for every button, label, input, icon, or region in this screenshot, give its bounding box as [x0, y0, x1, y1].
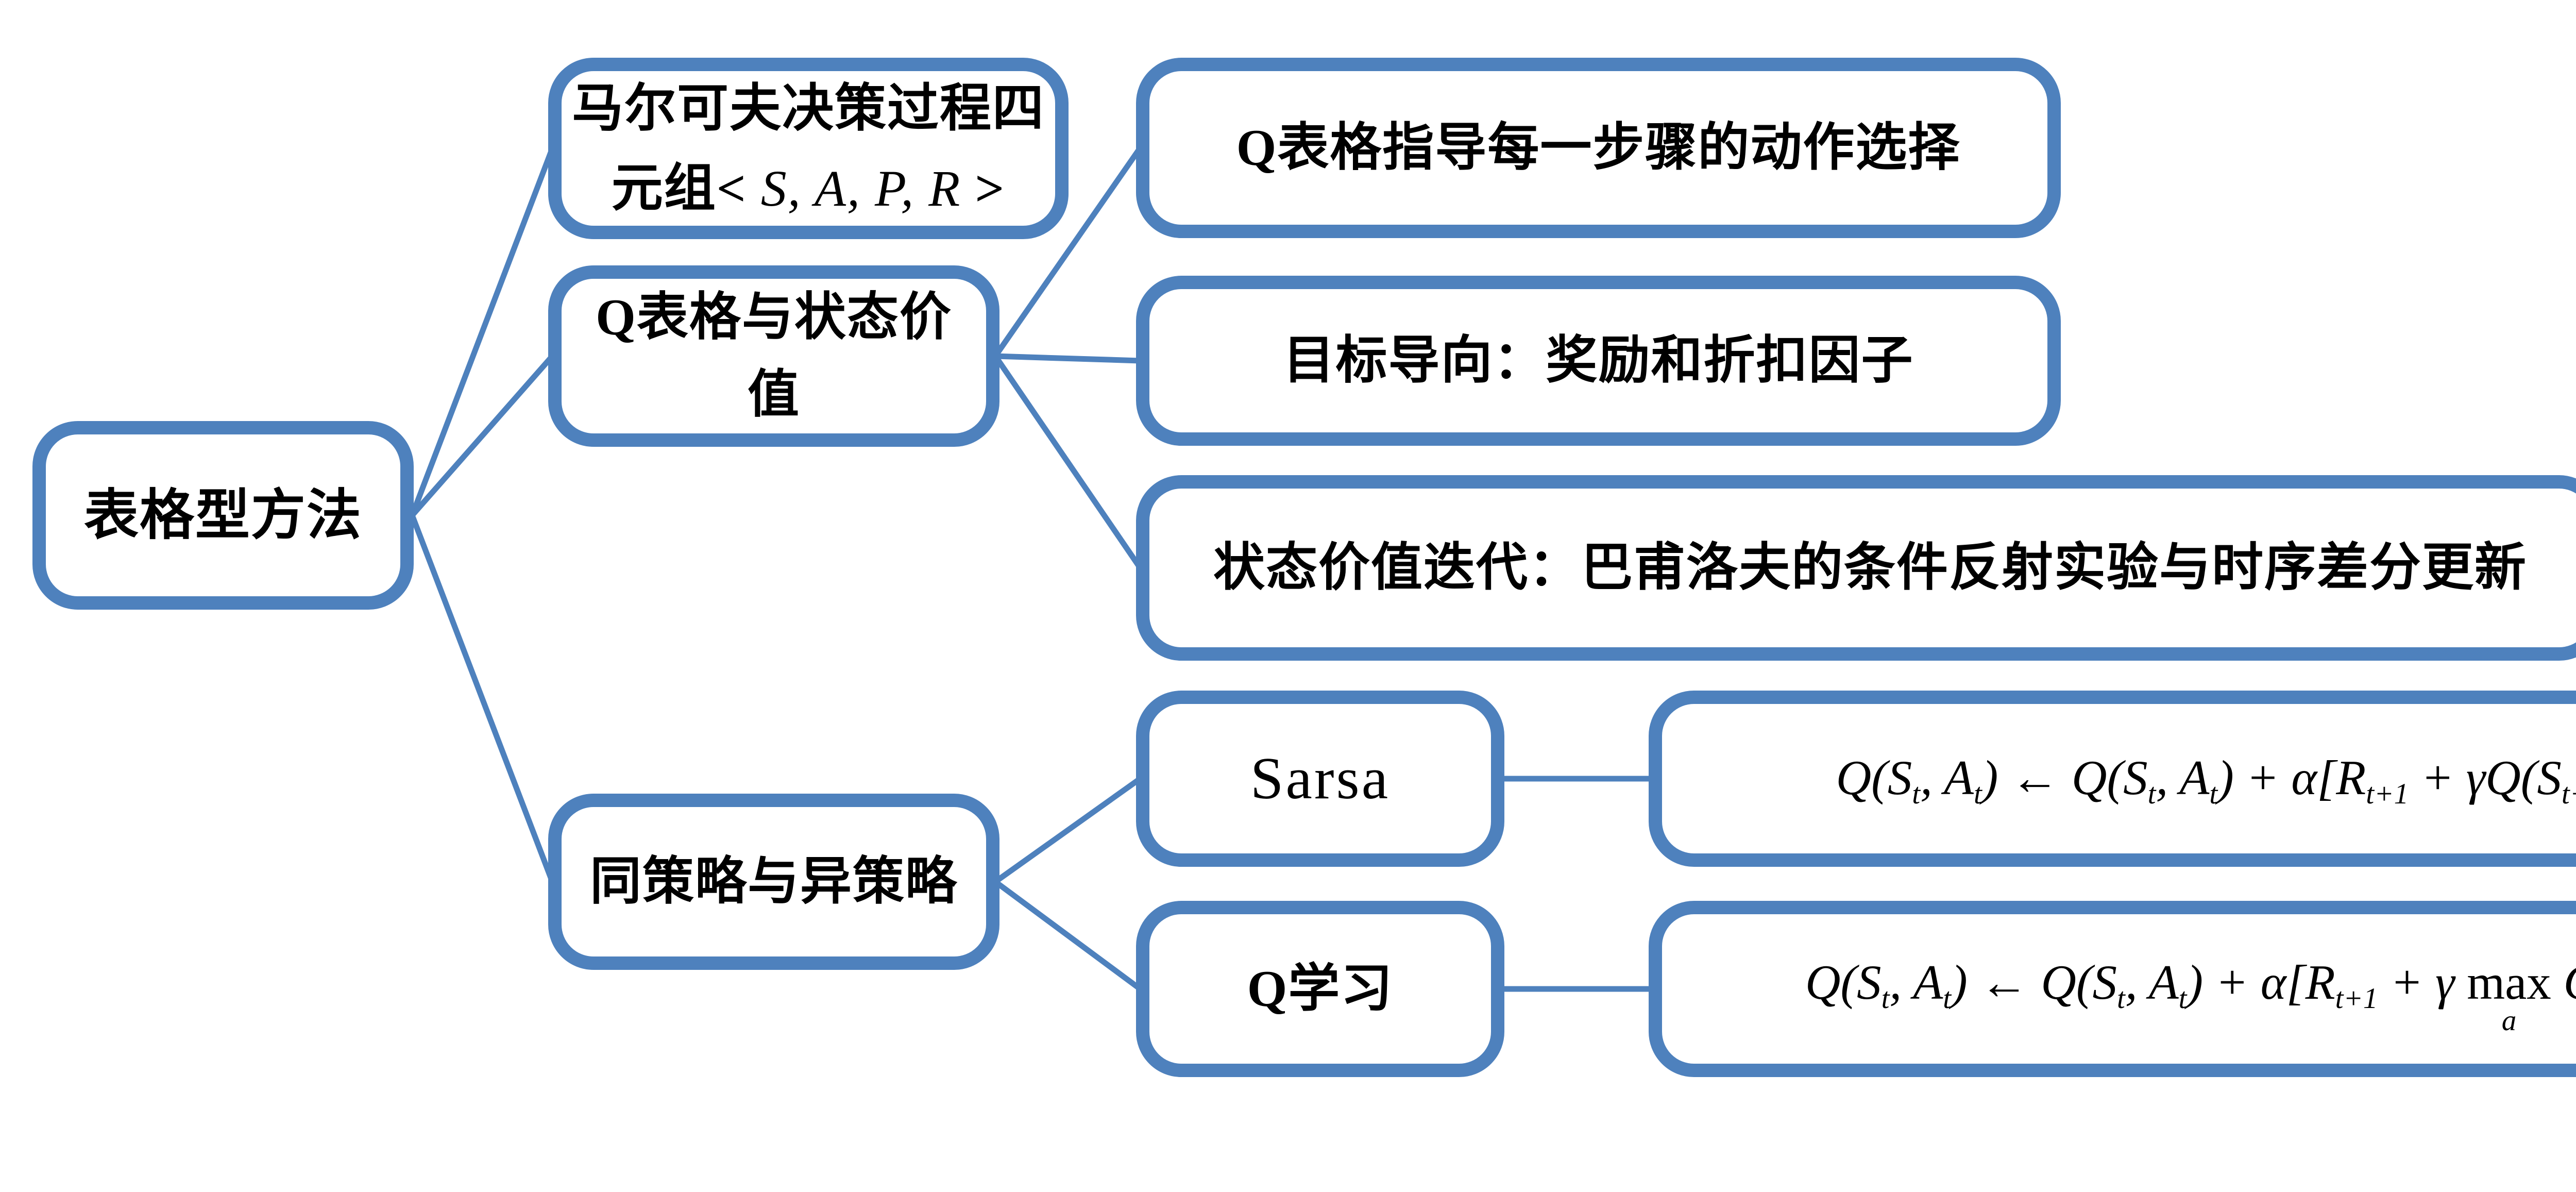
- node-q-learning-label: Q学习: [1247, 960, 1394, 1017]
- node-mdp-tuple[interactable]: 马尔可夫决策过程四元组< S, A, P, R >: [548, 58, 1069, 239]
- connector-root-policy: [409, 514, 555, 883]
- node-qtable-guides-actions[interactable]: Q表格指导每一步骤的动作选择: [1136, 58, 2061, 238]
- node-state-value-iteration[interactable]: 状态价值迭代：巴甫洛夫的条件反射实验与时序差分更新: [1136, 475, 2576, 661]
- connector-policy-qlearning: [993, 879, 1142, 992]
- node-sarsa-label: Sarsa: [1250, 746, 1391, 812]
- node-sarsa[interactable]: Sarsa: [1136, 691, 1504, 867]
- sarsa-update-formula-text: Q(St, At) ← Q(St, At) + α[Rt+1 + γQ(St+1…: [1836, 750, 2576, 811]
- node-sarsa-update-formula[interactable]: Q(St, At) ← Q(St, At) + α[Rt+1 + γQ(St+1…: [1649, 691, 2576, 867]
- connector-root-mdp: [409, 147, 555, 516]
- node-state-value-iteration-label: 状态价值迭代：巴甫洛夫的条件反射实验与时序差分更新: [1213, 539, 2527, 596]
- connector-policy-sarsa: [993, 776, 1142, 884]
- node-qtable-state-value[interactable]: Q表格与状态价值: [548, 265, 999, 447]
- connector-qtable-goal: [995, 353, 1141, 364]
- node-on-off-policy[interactable]: 同策略与异策略: [548, 794, 999, 970]
- node-qtable-state-value-label: Q表格与状态价值: [596, 289, 952, 423]
- node-goal-oriented[interactable]: 目标导向：奖励和折扣因子: [1136, 276, 2061, 446]
- node-goal-oriented-label: 目标导向：奖励和折扣因子: [1283, 332, 1914, 389]
- node-mdp-tuple-label: 马尔可夫决策过程四元组< S, A, P, R >: [572, 80, 1045, 217]
- node-tabular-methods-label: 表格型方法: [84, 485, 362, 546]
- connector-qtable-valueiter: [993, 354, 1143, 570]
- node-tabular-methods[interactable]: 表格型方法: [32, 421, 414, 610]
- connector-qtable-qguides: [993, 146, 1143, 358]
- node-q-learning[interactable]: Q学习: [1136, 901, 1504, 1077]
- connector-root-qtable: [410, 354, 555, 517]
- node-qtable-guides-actions-label: Q表格指导每一步骤的动作选择: [1236, 119, 1961, 176]
- node-on-off-policy-label: 同策略与异策略: [590, 853, 958, 910]
